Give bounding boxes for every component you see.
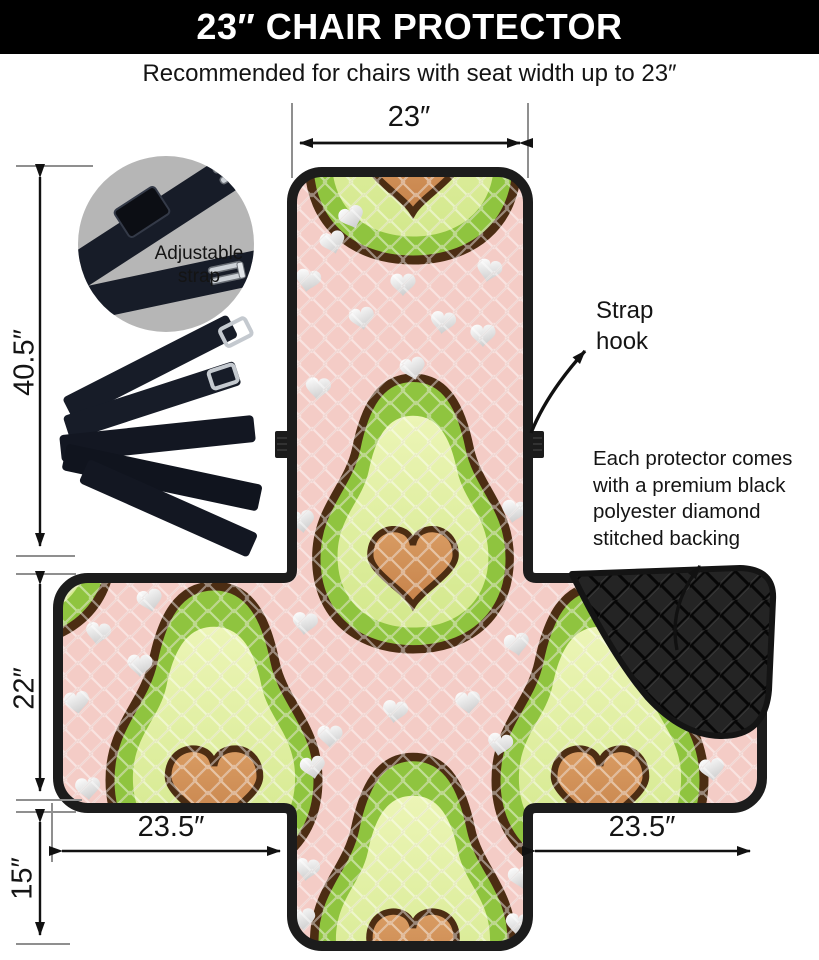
- strap-hook-label: Strap hook: [596, 297, 654, 355]
- metal-buckle-icon: [218, 316, 254, 348]
- page-title: 23″ CHAIR PROTECTOR: [196, 6, 623, 47]
- header-bar: 23″ CHAIR PROTECTOR: [0, 0, 819, 54]
- metal-buckle-icon: [206, 362, 240, 391]
- dim-label-right-wing: 23.5″: [608, 811, 676, 843]
- dimension-arrows: [35, 138, 751, 936]
- backing-arrow: [673, 564, 702, 651]
- metal-hook-icon: [207, 260, 246, 285]
- extension-ticks: [16, 103, 529, 945]
- dim-label-side-height: 22″: [8, 667, 41, 710]
- adjustable-strap-label: Adjustable strap: [154, 243, 244, 288]
- adjustable-strap-detail: [78, 156, 254, 332]
- backing-note: Each protector comes with a premium blac…: [593, 447, 793, 550]
- subtitle: Recommended for chairs with seat width u…: [142, 60, 677, 87]
- dim-label-back-height: 40.5″: [8, 329, 41, 396]
- dim-label-front-drop: 15″: [6, 857, 39, 900]
- strap-hook-arrow: [529, 349, 587, 434]
- folded-corner-backing: [569, 565, 777, 740]
- dim-label-left-wing: 23.5″: [137, 811, 205, 843]
- dim-label-seat-width: 23″: [387, 101, 431, 133]
- straps-photo: [59, 315, 262, 557]
